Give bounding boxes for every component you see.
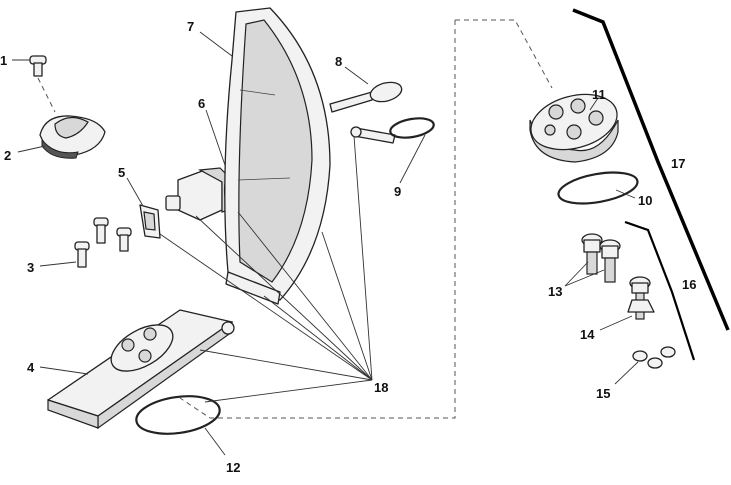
callout-3: 3 xyxy=(27,260,34,275)
callout-10: 10 xyxy=(638,193,652,208)
part-11-rotor-disc xyxy=(529,93,619,163)
part-9-pin-ring xyxy=(350,117,435,184)
callout-12: 12 xyxy=(226,460,240,475)
part-7-housing xyxy=(199,7,331,305)
part-15-washers xyxy=(614,346,676,385)
callout-14: 14 xyxy=(580,327,595,342)
part-12-large-o-ring xyxy=(135,395,226,456)
callout-9: 9 xyxy=(394,184,401,199)
callout-5: 5 xyxy=(118,165,125,180)
callout-7: 7 xyxy=(187,19,194,34)
assembly-17-brace xyxy=(572,8,730,331)
part-10-o-ring xyxy=(557,171,639,205)
part-2-knob xyxy=(17,115,106,159)
assembly-16-brace xyxy=(624,220,696,361)
callout-8: 8 xyxy=(335,54,342,69)
part-4-base-plate xyxy=(39,309,235,430)
part-13-injector-fittings xyxy=(564,233,621,287)
callout-11: 11 xyxy=(592,87,606,102)
callout-labels: 1 2 3 4 5 6 7 8 9 10 11 12 13 14 15 16 1… xyxy=(0,19,696,475)
callout-1: 1 xyxy=(0,53,7,68)
subassembly-dashed-boundary xyxy=(179,19,553,419)
callout-18-leaders xyxy=(159,135,373,403)
part-8-key xyxy=(329,66,403,113)
part-14-screw-fitting xyxy=(599,276,655,331)
callout-16: 16 xyxy=(682,277,696,292)
part-5-clip xyxy=(126,177,161,239)
part-1-screw xyxy=(12,55,56,113)
callout-15: 15 xyxy=(596,386,610,401)
callout-13: 13 xyxy=(548,284,562,299)
callout-6: 6 xyxy=(198,96,205,111)
callout-18: 18 xyxy=(374,380,388,395)
callout-2: 2 xyxy=(4,148,11,163)
part-3-screws xyxy=(39,217,132,268)
callout-4: 4 xyxy=(27,360,35,375)
callout-17: 17 xyxy=(671,156,685,171)
